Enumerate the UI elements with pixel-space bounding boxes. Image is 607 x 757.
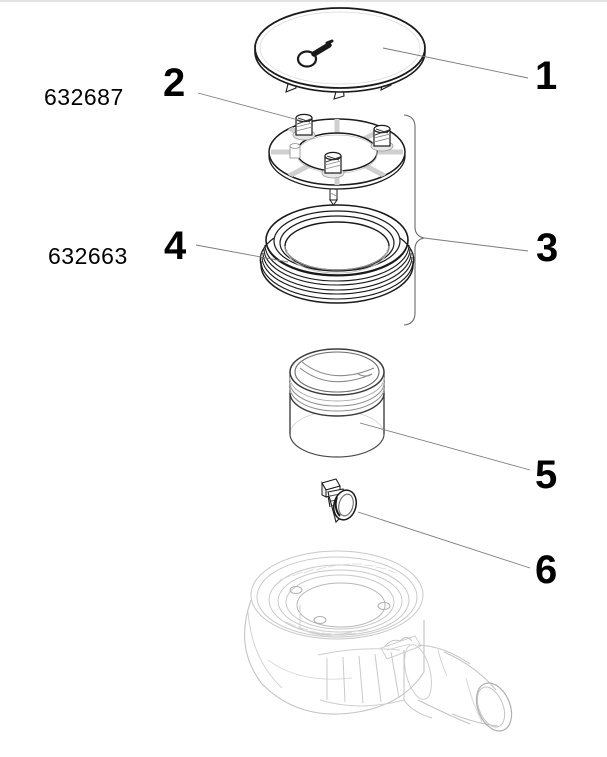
- trap-thread-ring-outer: [277, 569, 403, 633]
- sleeve-mouth-inner: [294, 351, 380, 393]
- leader-line-5: [359, 422, 531, 471]
- group-brace-items-2-4: [403, 114, 425, 326]
- outlet-end-inner: [476, 686, 506, 728]
- sheet-top-divider: [0, 0, 607, 2]
- seal-ring-left-edge: [259, 237, 275, 266]
- seal-ring-inner-wall-2: [286, 249, 388, 274]
- trap-contour: [267, 659, 353, 680]
- flange-rear-boss: [289, 143, 301, 159]
- trap-screw-boss: [289, 586, 303, 594]
- part-clamp-flange-ring: [268, 113, 406, 206]
- seal-ring-right-edge: [399, 237, 415, 266]
- leader-lines: [195, 47, 531, 569]
- trap-top-rim-outer: [250, 550, 424, 640]
- leader-line-1: [382, 47, 529, 79]
- outlet-collar: [404, 644, 432, 700]
- flange-screw: [370, 124, 394, 152]
- trap-bowl-outline: [244, 599, 425, 715]
- seal-ring-inner-wall: [284, 245, 390, 271]
- callout-number-5: 5: [535, 453, 558, 497]
- part-cleanout-plug: [321, 478, 358, 524]
- callout-number-2: 2: [163, 61, 186, 105]
- trap-brand-plate: [380, 635, 422, 660]
- part-extension-sleeve-cup: [289, 348, 385, 458]
- flange-screw: [321, 151, 345, 179]
- part-cover-cap: [254, 7, 426, 100]
- trap-top-rim-2: [256, 556, 418, 638]
- flange-screw: [292, 113, 316, 141]
- callout-number-4: 4: [164, 224, 187, 268]
- leader-line-6: [357, 511, 531, 569]
- cover-disc-top: [254, 7, 426, 89]
- cover-lifting-ring-detail: [296, 39, 334, 68]
- trap-bore: [296, 582, 386, 628]
- callout-number-6: 6: [535, 548, 558, 592]
- trap-thread-ring-inner: [285, 574, 395, 630]
- trap-outlet-pipe: [403, 644, 513, 732]
- part-threaded-seal-ring: [259, 204, 415, 304]
- part-number-632687: 632687: [44, 84, 124, 110]
- callout-number-1: 1: [535, 54, 558, 98]
- sleeve-internal-baffle: [299, 361, 375, 383]
- plug-face-inner: [338, 493, 354, 517]
- trap-screw-boss: [377, 602, 391, 610]
- trap-top-rim-3: [268, 564, 410, 636]
- leader-line-4: [195, 244, 289, 263]
- part-drain-trap-body: [244, 550, 513, 732]
- outlet-end-outer: [475, 682, 513, 732]
- trap-contour: [247, 611, 283, 689]
- trap-ribbed-transition: [317, 648, 405, 707]
- leader-line-3: [423, 237, 529, 252]
- trap-inner-baffle: [299, 605, 353, 636]
- part-number-632663: 632663: [48, 243, 128, 269]
- plug-left-shadow: [334, 496, 341, 517]
- cover-inner-rim: [259, 11, 421, 85]
- trap-thread-hatching: [279, 563, 397, 635]
- leader-line-2: [197, 92, 303, 122]
- callout-number-3: 3: [536, 226, 559, 270]
- trap-screw-boss: [313, 616, 327, 624]
